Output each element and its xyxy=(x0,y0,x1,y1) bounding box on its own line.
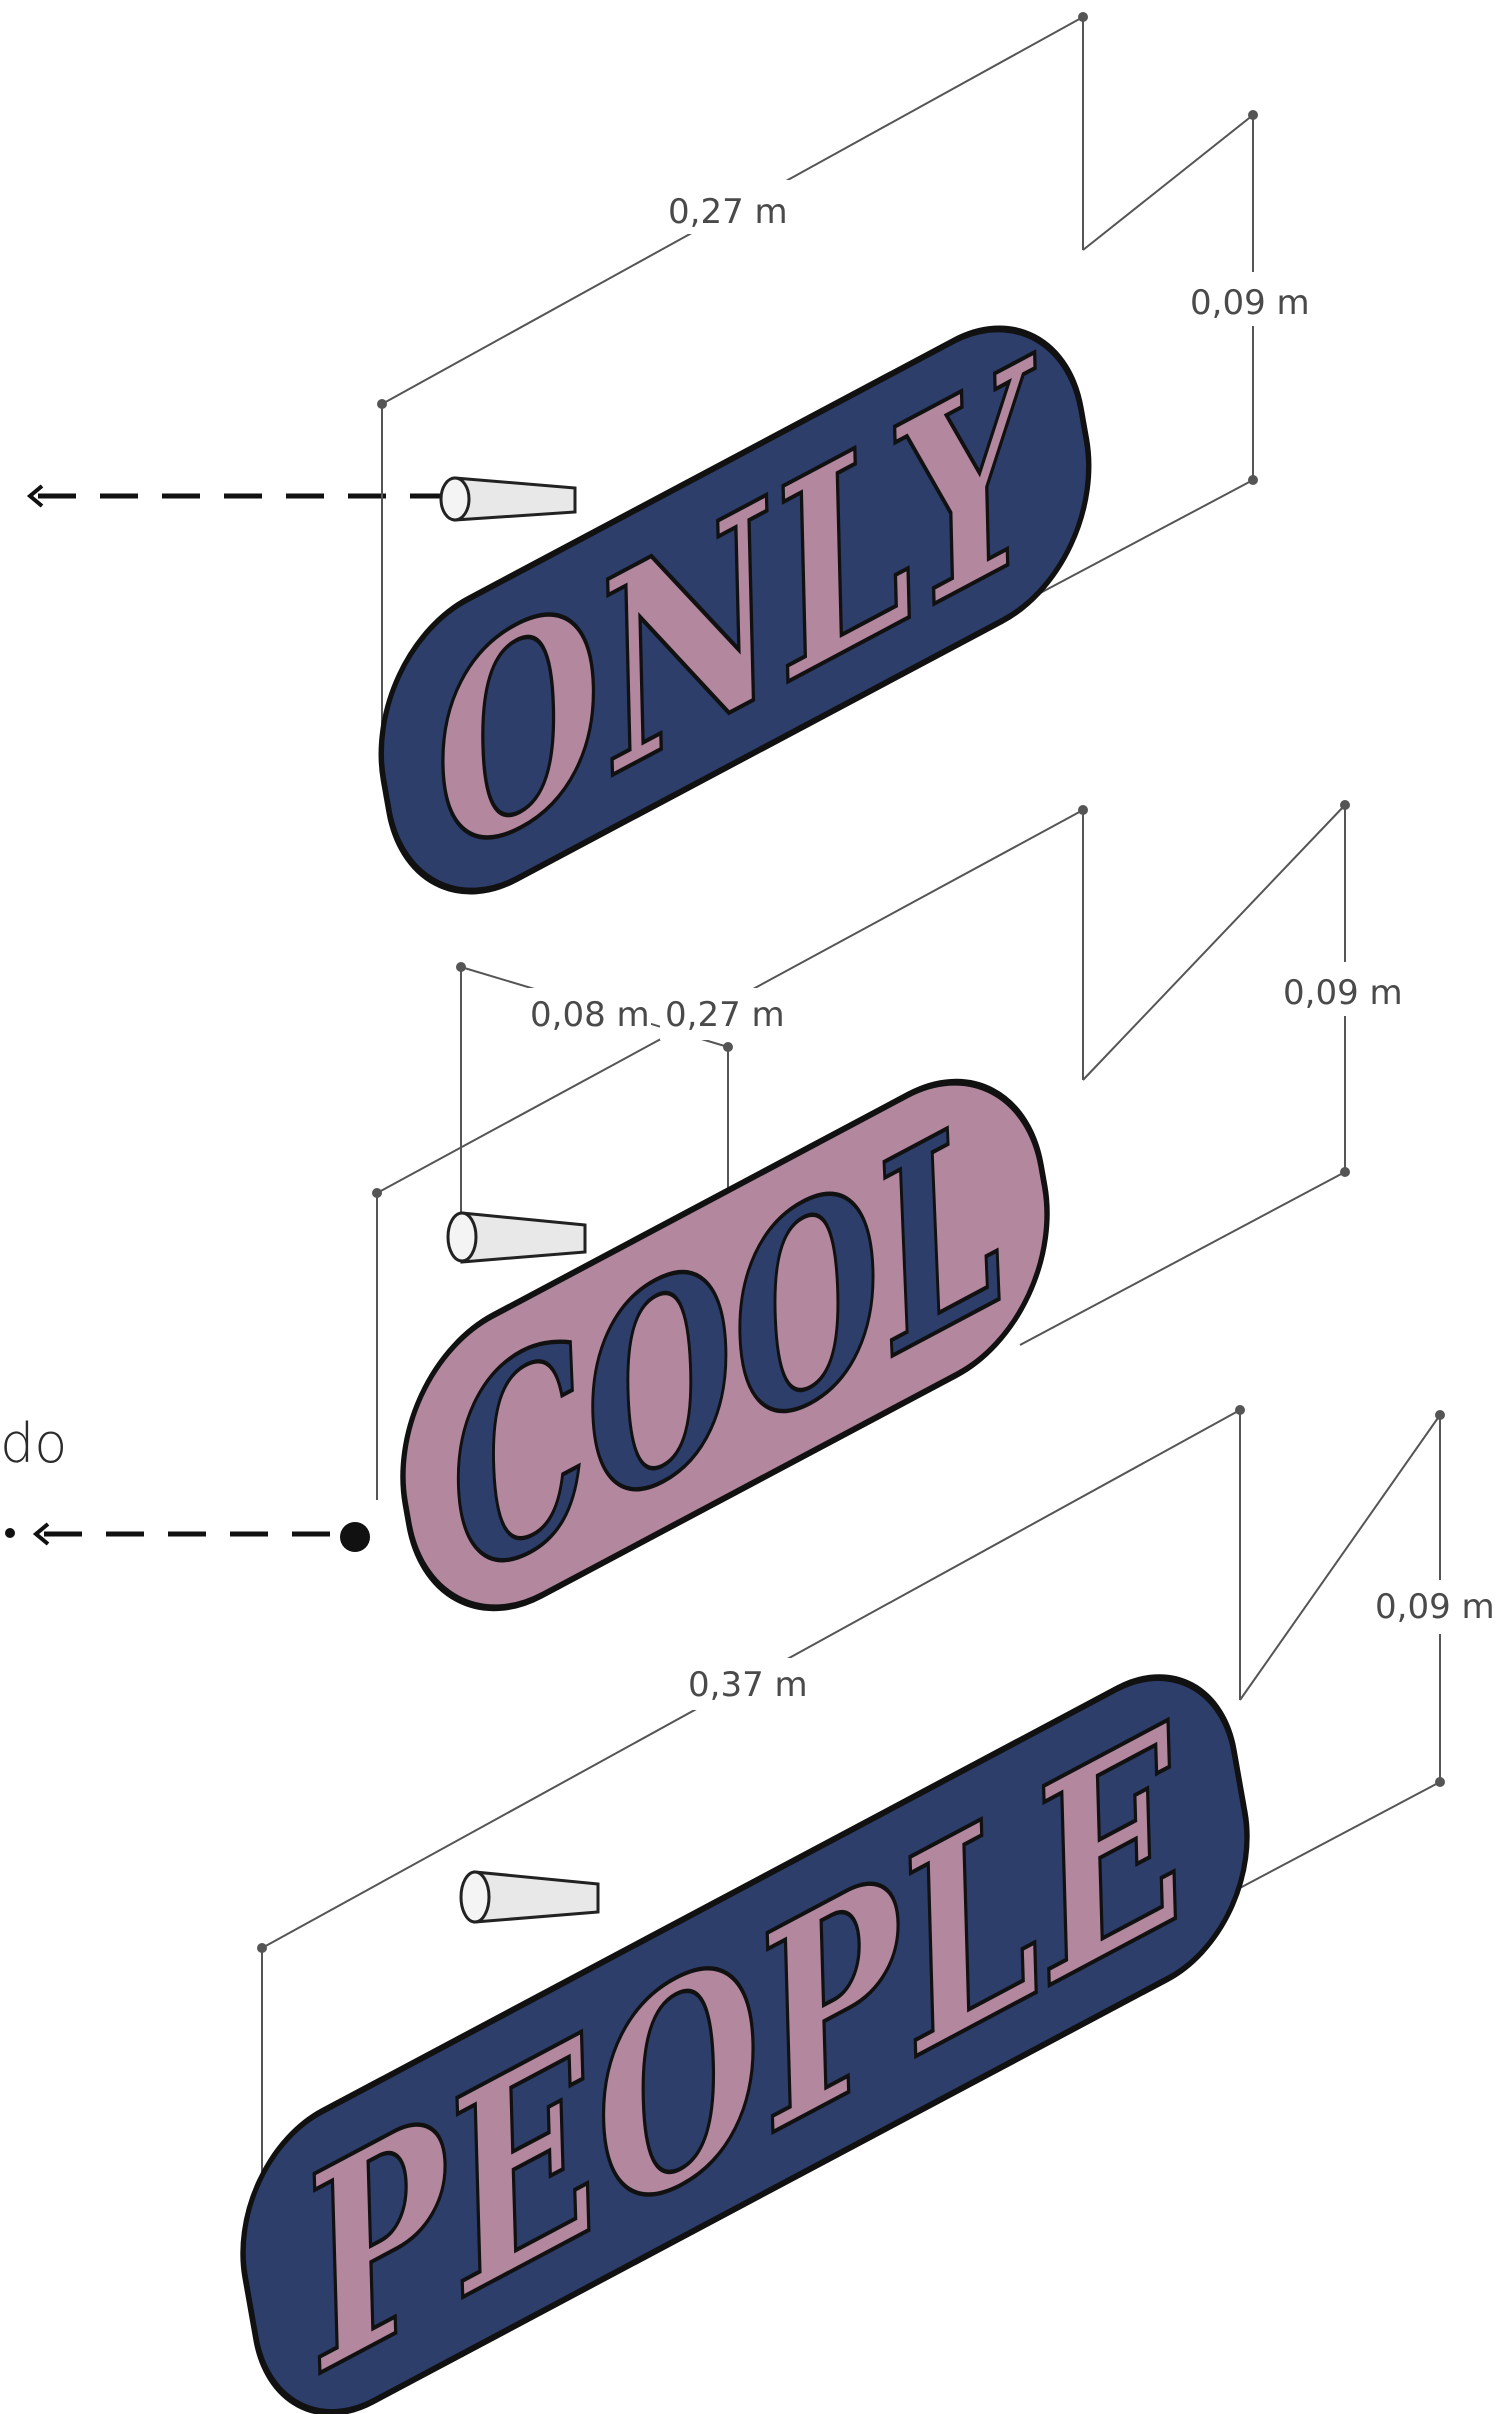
mounting-pin-cool xyxy=(446,1211,587,1264)
sign-only: 0,27 m 0,09 m ONLY xyxy=(377,12,1317,922)
pointer-arrow-bottom xyxy=(5,1522,370,1552)
side-label: do xyxy=(0,1412,67,1475)
sign-plate-only xyxy=(378,325,1092,895)
dim-width-only: 0,27 m xyxy=(668,192,788,232)
sign-plate-people xyxy=(240,1674,1250,2414)
mounting-pin-people xyxy=(459,1870,600,1924)
sign-cool: 0,08 m 0,27 m 0,09 m COOL xyxy=(372,800,1410,1643)
sign-text-cool: COOL xyxy=(426,1058,1025,1641)
dim-height-only: 0,09 m xyxy=(1190,283,1310,323)
sign-text-only: ONLY xyxy=(410,301,1078,920)
dim-depth-cool: 0,08 m xyxy=(530,995,650,1035)
dim-width-cool: 0,27 m xyxy=(665,995,785,1035)
dim-height-cool: 0,09 m xyxy=(1283,973,1403,1013)
sign-text-people: PEOPLE xyxy=(278,1667,1212,2414)
dim-height-people: 0,09 m xyxy=(1375,1587,1495,1627)
dim-width-people: 0,37 m xyxy=(688,1665,808,1705)
mounting-pin-only xyxy=(439,476,577,522)
sign-plate-cool xyxy=(400,1078,1050,1612)
